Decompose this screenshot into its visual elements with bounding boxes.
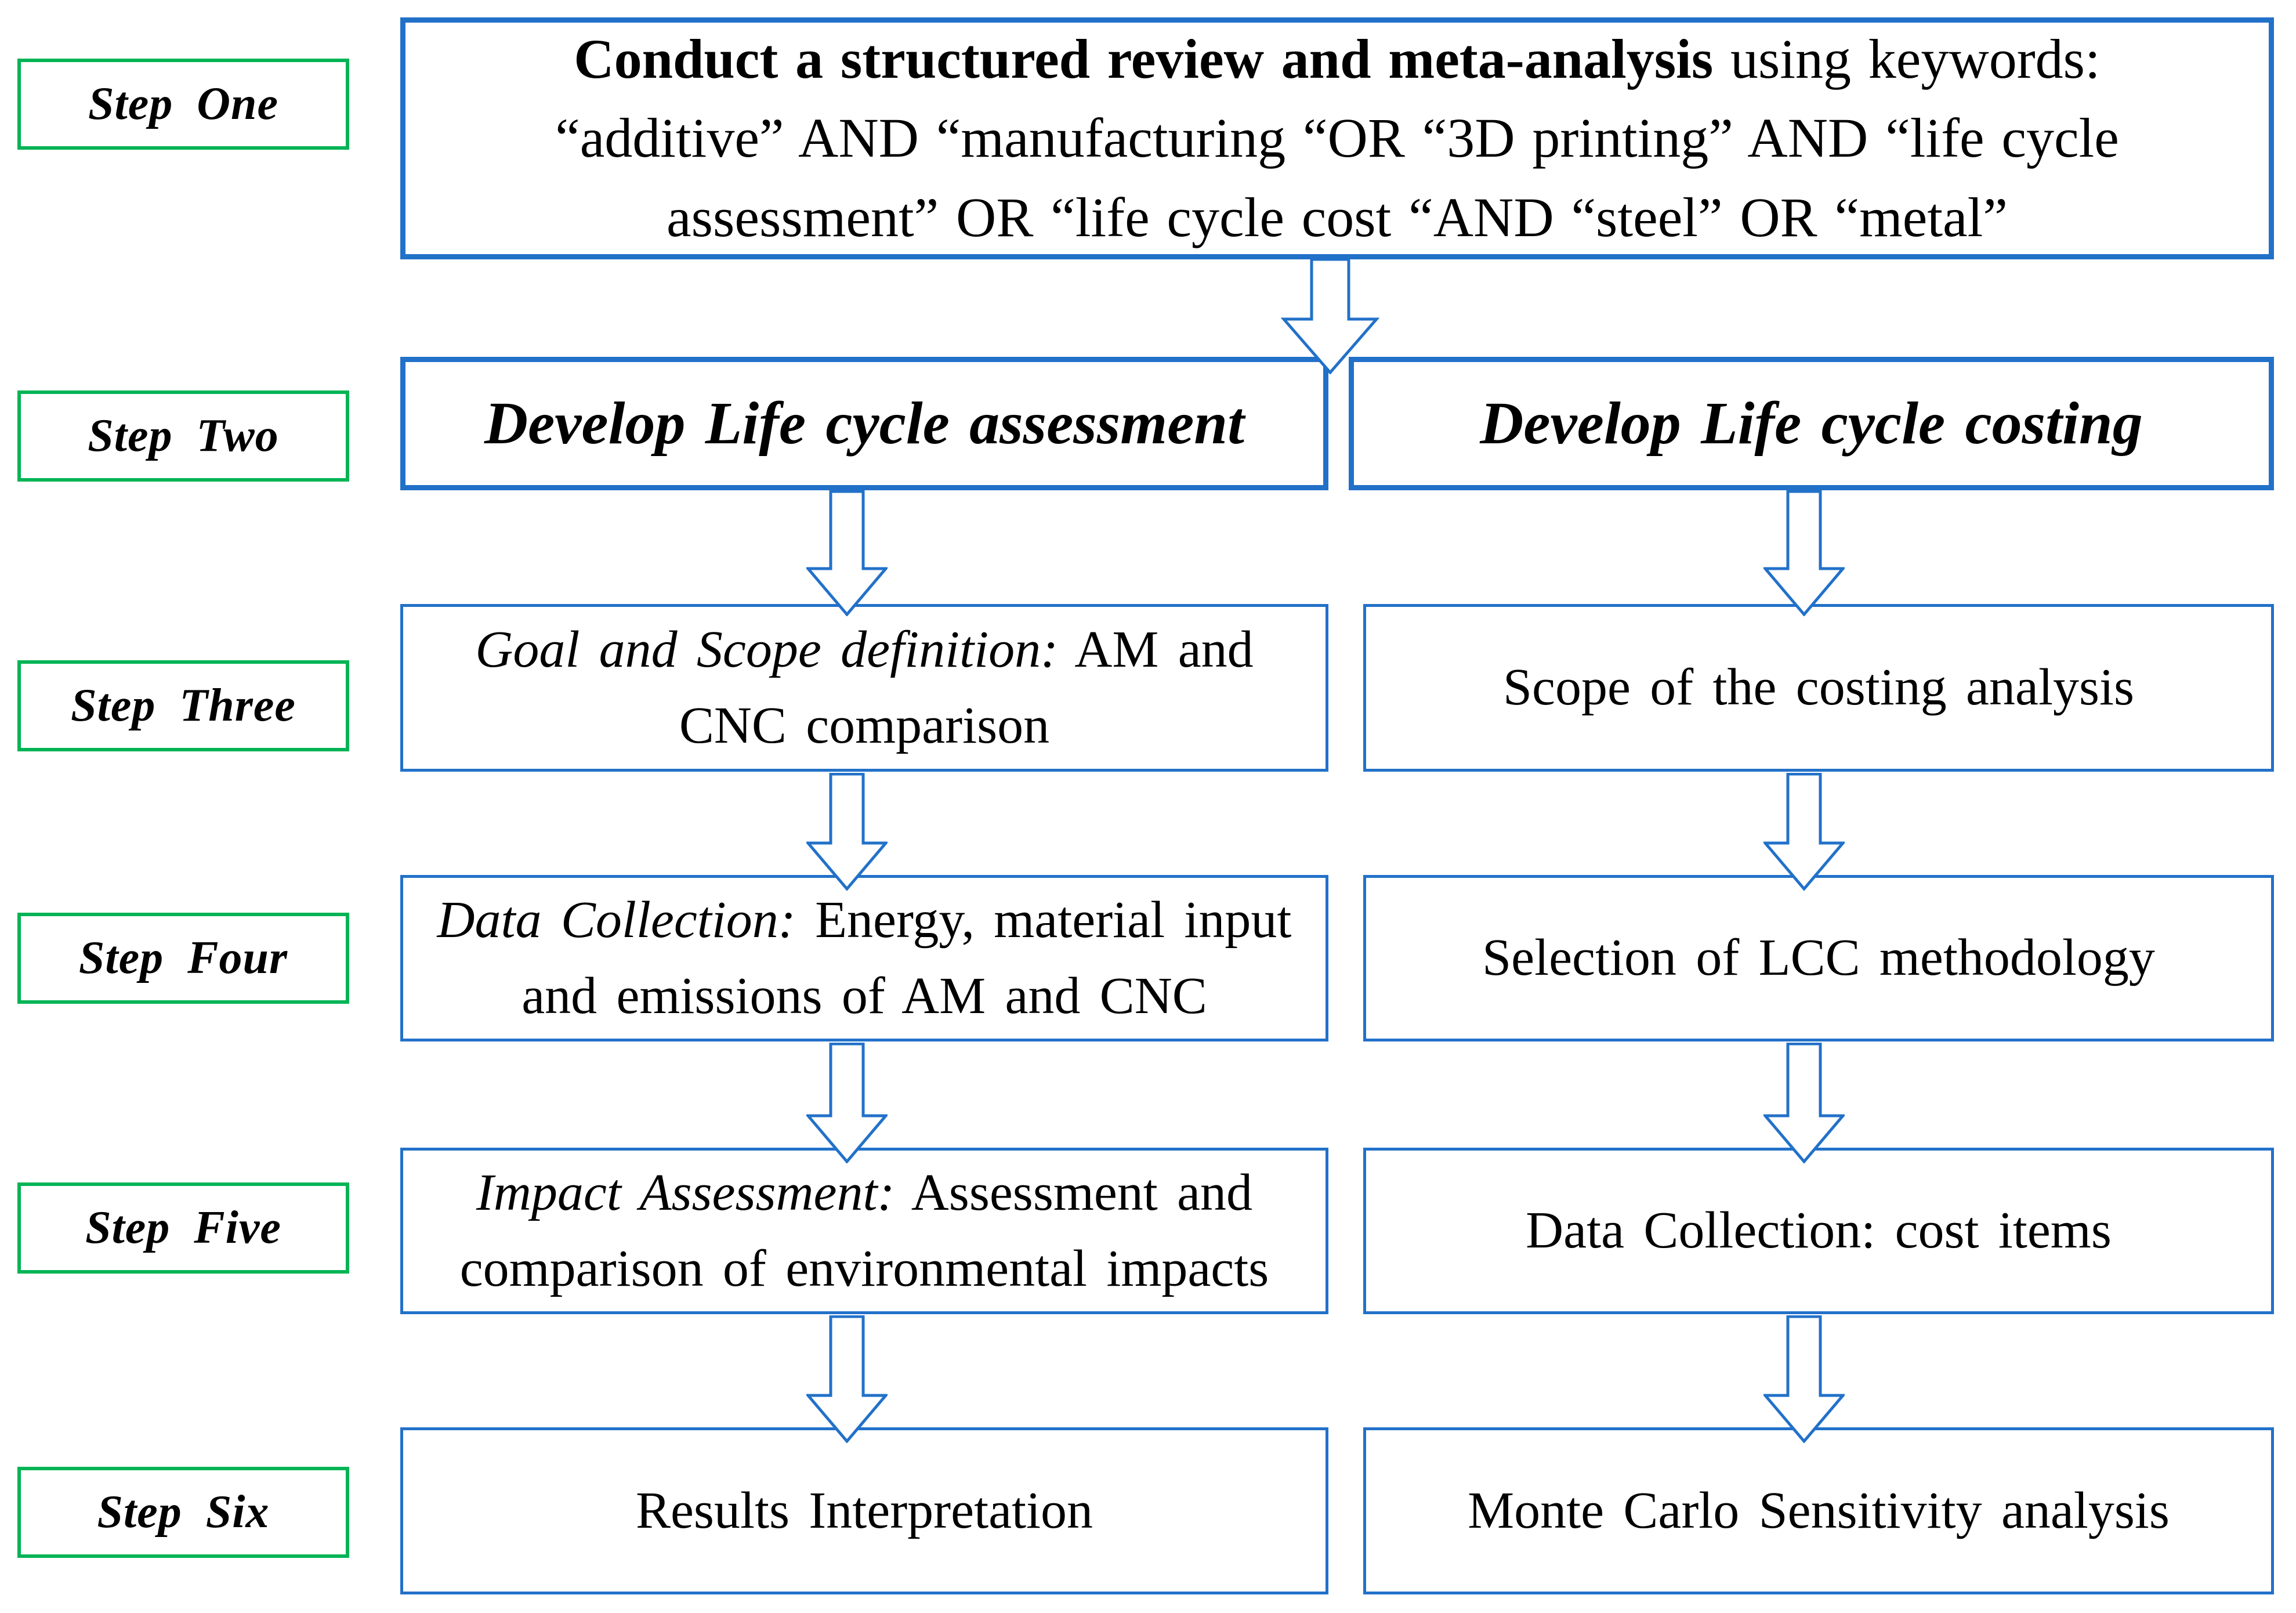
step-one-label-text: Step One [88, 78, 278, 129]
lca-results-box: Results Interpretation [400, 1427, 1328, 1594]
lca-impact-assessment-text: Impact Assessment: Assessment and compar… [426, 1155, 1302, 1307]
lcc-data-collection-text: Data Collection: cost items [1526, 1202, 2112, 1260]
lca-impact-assessment-lead: Impact Assessment: [476, 1164, 895, 1221]
review-line-2: “additive” AND “manufacturing “OR “3D pr… [555, 107, 2119, 169]
down-arrow-icon [1281, 258, 1379, 374]
lcc-scope-box: Scope of the costing analysis [1363, 604, 2274, 772]
lcc-data-collection-box: Data Collection: cost items [1363, 1148, 2274, 1314]
step-four-label-text: Step Four [78, 932, 288, 983]
lcc-scope-text: Scope of the costing analysis [1503, 659, 2134, 717]
down-arrow-icon [806, 490, 888, 616]
lca-goal-scope-rest: AM and CNC comparison [679, 621, 1254, 754]
lca-data-collection-text: Data Collection: Energy, material input … [426, 883, 1302, 1034]
lca-title-box: Develop Life cycle assessment [400, 357, 1328, 490]
lcc-methodology-box: Selection of LCC methodology [1363, 875, 2274, 1041]
lca-goal-scope-box: Goal and Scope definition: AM and CNC co… [400, 604, 1328, 772]
step-four-label: Step Four [17, 913, 349, 1004]
lca-results-text: Results Interpretation [635, 1481, 1093, 1539]
lca-data-collection-box: Data Collection: Energy, material input … [400, 875, 1328, 1041]
review-line-3: assessment” OR “life cycle cost “AND “st… [667, 186, 2008, 248]
step-three-label-text: Step Three [71, 680, 296, 731]
lca-data-collection-lead: Data Collection: [437, 891, 796, 949]
review-line-1: Conduct a structured review and meta-ana… [574, 20, 2100, 99]
lcc-title-text: Develop Life cycle costing [1480, 389, 2143, 457]
down-arrow-icon [806, 773, 888, 891]
step-six-label: Step Six [17, 1467, 349, 1558]
down-arrow-icon [1763, 773, 1845, 891]
lca-goal-scope-lead: Goal and Scope definition: [475, 621, 1059, 678]
down-arrow-icon [1763, 490, 1845, 616]
lca-data-collection-rest: Energy, material input and emissions of … [522, 891, 1292, 1025]
lca-title-text: Develop Life cycle assessment [484, 389, 1245, 457]
down-arrow-icon [1763, 1315, 1845, 1443]
lcc-sensitivity-text: Monte Carlo Sensitivity analysis [1468, 1481, 2170, 1539]
lca-impact-assessment-rest: Assessment and comparison of environment… [459, 1164, 1269, 1297]
down-arrow-icon [1763, 1043, 1845, 1163]
review-line-1-rest: using keywords: [1713, 28, 2101, 91]
review-line-1-bold: Conduct a structured review and meta-ana… [574, 28, 1714, 91]
step-one-label: Step One [17, 59, 349, 150]
step-two-label: Step Two [17, 390, 349, 482]
step-three-label: Step Three [17, 660, 349, 751]
step-two-label-text: Step Two [88, 410, 279, 461]
lcc-methodology-text: Selection of LCC methodology [1482, 929, 2155, 987]
lca-impact-assessment-box: Impact Assessment: Assessment and compar… [400, 1148, 1328, 1314]
lca-goal-scope-text: Goal and Scope definition: AM and CNC co… [426, 612, 1302, 764]
structured-review-box: Conduct a structured review and meta-ana… [400, 17, 2274, 259]
lcc-title-box: Develop Life cycle costing [1349, 357, 2274, 490]
lcc-sensitivity-box: Monte Carlo Sensitivity analysis [1363, 1427, 2274, 1594]
step-five-label: Step Five [17, 1182, 349, 1274]
step-five-label-text: Step Five [85, 1202, 281, 1253]
down-arrow-icon [806, 1315, 888, 1443]
step-six-label-text: Step Six [97, 1487, 270, 1538]
down-arrow-icon [806, 1043, 888, 1163]
